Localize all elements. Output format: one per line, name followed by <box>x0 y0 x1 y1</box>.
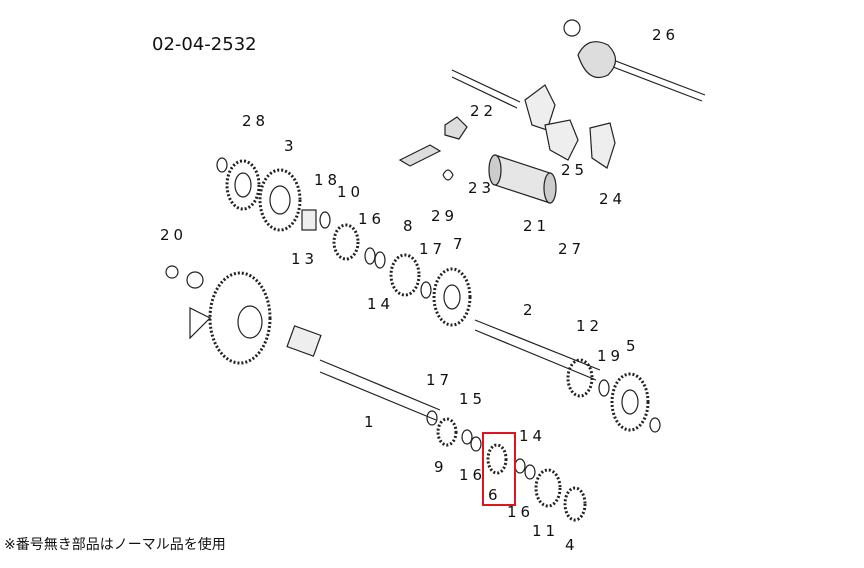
part-label: 26 <box>652 26 680 44</box>
part-label: 11 <box>532 522 560 540</box>
part-label: 5 <box>626 337 640 355</box>
part-label: 23 <box>468 179 496 197</box>
gear-3 <box>258 168 302 232</box>
part-label: 17 <box>426 371 454 389</box>
part-label: 3 <box>284 137 298 155</box>
shift-fork-part <box>524 84 556 131</box>
part-label: 4 <box>565 536 579 554</box>
part-label-highlighted: 6 <box>488 486 502 504</box>
part-label: 15 <box>459 390 487 408</box>
part-label: 16 <box>358 210 386 228</box>
gear-10 <box>332 223 360 261</box>
part-label: 29 <box>431 207 459 225</box>
part-label: 9 <box>434 458 448 476</box>
part-label: 25 <box>561 161 589 179</box>
bushing-13 <box>301 209 317 231</box>
part-label: 10 <box>337 183 365 201</box>
clutch-housing <box>189 271 272 365</box>
countershaft-2 <box>474 319 601 381</box>
part-label: 24 <box>599 190 627 208</box>
part-label: 2 <box>523 301 537 319</box>
shift-drum-part <box>488 154 557 204</box>
footnote: ※番号無き部品はノーマル品を使用 <box>4 537 226 553</box>
shift-fork-part <box>544 119 579 161</box>
part-label: 17 <box>419 240 447 258</box>
star-plate-part <box>444 116 468 140</box>
part-label: 28 <box>242 112 270 130</box>
part-label: 18 <box>314 171 342 189</box>
part-label: 13 <box>291 250 319 268</box>
part-label: 20 <box>160 226 188 244</box>
gear-6 <box>486 443 508 475</box>
gear-9 <box>436 417 458 447</box>
diagram-code: 02-04-2532 <box>152 34 257 55</box>
washer-18 <box>319 211 331 229</box>
part-label: 14 <box>367 295 395 313</box>
part-label: 8 <box>403 217 417 235</box>
spring-part <box>442 169 454 181</box>
part-label: 7 <box>453 235 467 253</box>
part-label: 16 <box>459 466 487 484</box>
gear-28 <box>225 159 261 211</box>
highlight-box <box>482 432 516 506</box>
shift-fork-part <box>589 122 616 169</box>
shift-shaft-part <box>563 19 706 102</box>
part-label: 1 <box>364 413 378 431</box>
gear-4 <box>563 486 587 522</box>
gear-7 <box>432 267 472 327</box>
part-label: 19 <box>597 347 625 365</box>
part-label: 22 <box>470 102 498 120</box>
stopper-arm-part <box>398 144 442 167</box>
part-label: 27 <box>558 240 586 258</box>
fork-shaft-part <box>451 69 521 109</box>
gear-12 <box>566 358 594 398</box>
gear-11 <box>534 468 562 508</box>
mainshaft-1 <box>286 325 441 421</box>
part-label: 16 <box>507 503 535 521</box>
gear-8 <box>389 253 421 297</box>
gear-5 <box>610 372 650 432</box>
part-label: 21 <box>523 217 551 235</box>
part-label: 12 <box>576 317 604 335</box>
part-label: 14 <box>519 427 547 445</box>
